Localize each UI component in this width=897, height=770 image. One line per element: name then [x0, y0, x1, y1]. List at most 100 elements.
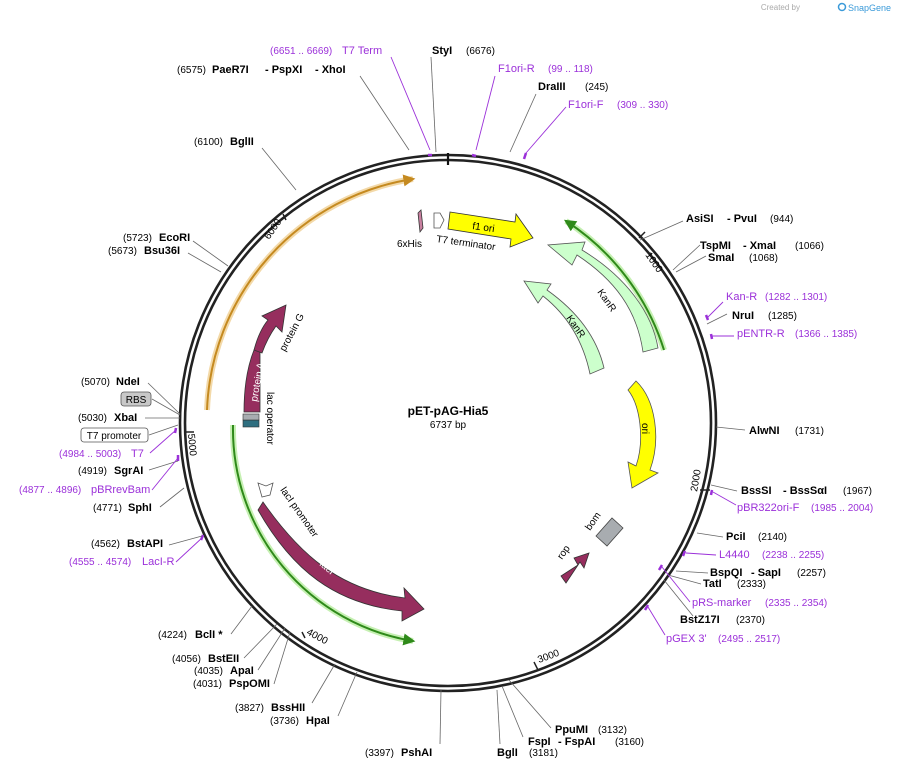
site-bstz17i[interactable]: BstZ17I (2370) — [680, 614, 765, 626]
site-hpai[interactable]: (3736) HpaI — [270, 715, 330, 727]
site-bgli[interactable]: BglI (3181) — [497, 747, 558, 759]
feature-6xhis[interactable] — [417, 209, 424, 234]
tick-1000-label: 1000 — [643, 250, 665, 275]
primer-laci-r[interactable]: (4555 .. 4574) LacI-R — [69, 556, 174, 568]
site-ndei[interactable]: (5070) NdeI — [81, 376, 140, 388]
primer-t7[interactable]: (4984 .. 5003) T7 — [59, 448, 144, 460]
svg-text:BstZ17I: BstZ17I — [680, 614, 720, 626]
svg-text:(2238 .. 2255): (2238 .. 2255) — [762, 550, 824, 561]
svg-text:(4224): (4224) — [158, 630, 187, 641]
svg-text:(6676): (6676) — [466, 46, 495, 57]
site-alwni[interactable]: AlwNI (1731) — [749, 425, 824, 437]
feature-kanr-inner[interactable] — [523, 280, 605, 375]
feature-f1-ori[interactable] — [447, 211, 534, 248]
feature-laci[interactable] — [257, 501, 425, 622]
primer-prs-marker[interactable]: pRS-marker (2335 .. 2354) — [692, 597, 827, 609]
feature-lac-operator[interactable] — [242, 419, 260, 428]
site-pcii[interactable]: PciI (2140) — [726, 531, 787, 543]
site-bsssi[interactable]: BssSI - BssSαI (1967) — [741, 485, 872, 497]
svg-text:StyI: StyI — [432, 45, 452, 57]
svg-text:(4919): (4919) — [78, 466, 107, 477]
svg-text:(4877 .. 4896): (4877 .. 4896) — [19, 485, 81, 496]
site-pshai[interactable]: (3397) PshAI — [365, 747, 432, 759]
svg-text:NdeI: NdeI — [116, 376, 140, 388]
site-bsshii[interactable]: (3827) BssHII — [235, 702, 305, 714]
site-xbai[interactable]: (5030) XbaI — [78, 412, 137, 424]
site-tspmi[interactable]: TspMI - XmaI (1066) — [700, 240, 824, 252]
tick-5000: 5000 — [185, 431, 198, 457]
feature-t7-terminator[interactable] — [433, 212, 445, 229]
site-fspi[interactable]: FspI - FspAI (3160) — [528, 736, 644, 748]
site-draiii[interactable]: DraIII (245) — [538, 81, 608, 93]
tick-2000-label: 2000 — [689, 468, 704, 492]
primer-pbrrevbam[interactable]: (4877 .. 4896) pBRrevBam — [19, 484, 150, 496]
site-asisi[interactable]: AsiSI - PvuI (944) — [686, 213, 793, 225]
primer-f1ori-f[interactable]: F1ori-F (309 .. 330) — [568, 99, 668, 111]
svg-text:HpaI: HpaI — [306, 715, 330, 727]
svg-text:- SapI: - SapI — [751, 567, 781, 579]
primer-pentr-r[interactable]: pENTR-R (1366 .. 1385) — [737, 328, 857, 340]
site-bspqi[interactable]: BspQI - SapI (2257) — [710, 567, 826, 579]
feature-rop[interactable] — [560, 552, 590, 584]
credit-brand: SnapGene — [848, 3, 891, 13]
feature-ori[interactable] — [627, 380, 659, 489]
svg-text:pGEX 3': pGEX 3' — [666, 633, 707, 645]
feature-kanr-outer[interactable] — [546, 241, 659, 353]
site-apai[interactable]: (4035) ApaI — [194, 665, 254, 677]
site-bcli[interactable]: (4224) BclI * — [158, 629, 223, 641]
svg-text:LacI-R: LacI-R — [142, 556, 174, 568]
svg-text:T7: T7 — [131, 448, 144, 460]
svg-text:(5673): (5673) — [108, 246, 137, 257]
svg-text:pENTR-R: pENTR-R — [737, 328, 785, 340]
svg-text:- XmaI: - XmaI — [743, 240, 776, 252]
svg-text:SgrAI: SgrAI — [114, 465, 143, 477]
site-paer7i[interactable]: (6575) PaeR7I - PspXI - XhoI — [177, 64, 346, 76]
svg-text:(2335 .. 2354): (2335 .. 2354) — [765, 598, 827, 609]
primer-pbr322ori-f[interactable]: pBR322ori-F (1985 .. 2004) — [737, 502, 873, 514]
svg-text:BstAPI: BstAPI — [127, 538, 163, 550]
orf-arc-lower-left — [231, 424, 416, 646]
site-sgrai[interactable]: (4919) SgrAI — [78, 465, 143, 477]
boxed-t7-promoter[interactable]: T7 promoter — [80, 424, 179, 443]
site-smai[interactable]: SmaI (1068) — [708, 252, 778, 264]
site-ecori[interactable]: (5723) EcoRI — [123, 232, 190, 244]
boxed-rbs[interactable]: RBS — [120, 391, 181, 416]
svg-text:pBR322ori-F: pBR322ori-F — [737, 502, 800, 514]
site-pspomi[interactable]: (4031) PspOMI — [193, 678, 270, 690]
svg-text:(3181): (3181) — [529, 748, 558, 759]
svg-text:BssHII: BssHII — [271, 702, 305, 714]
svg-text:AsiSI: AsiSI — [686, 213, 714, 225]
boxed-t7-promoter-label: T7 promoter — [87, 431, 142, 442]
svg-text:(309 .. 330): (309 .. 330) — [617, 100, 668, 111]
feature-protein-g[interactable] — [253, 304, 287, 354]
site-bsu36i[interactable]: (5673) Bsu36I — [108, 245, 180, 257]
svg-text:(1985 .. 2004): (1985 .. 2004) — [811, 503, 873, 514]
site-tati[interactable]: TatI (2333) — [703, 578, 766, 590]
feature-6xhis-label: 6xHis — [397, 239, 422, 250]
primer-l4440[interactable]: L4440 (2238 .. 2255) — [719, 549, 824, 561]
feature-laci-promoter[interactable] — [257, 482, 274, 498]
svg-text:pRS-marker: pRS-marker — [692, 597, 752, 609]
site-bglii-top[interactable]: (6100) BglII — [194, 136, 254, 148]
site-sphi[interactable]: (4771) SphI — [93, 502, 152, 514]
primer-t7term[interactable]: (6651 .. 6669) T7 Term — [270, 45, 382, 57]
svg-text:(1068): (1068) — [749, 253, 778, 264]
primer-kan-r[interactable]: Kan-R (1282 .. 1301) — [726, 291, 827, 303]
site-bsteii[interactable]: (4056) BstEII — [172, 653, 239, 665]
primer-pgex3[interactable]: pGEX 3' (2495 .. 2517) — [666, 633, 780, 645]
svg-text:SmaI: SmaI — [708, 252, 734, 264]
svg-text:(2140): (2140) — [758, 532, 787, 543]
svg-text:PspOMI: PspOMI — [229, 678, 270, 690]
feature-bom[interactable] — [595, 517, 624, 547]
feature-kanr-outer-label: KanR — [595, 287, 618, 314]
site-nrui[interactable]: NruI (1285) — [732, 310, 797, 322]
site-styi[interactable]: StyI (6676) — [432, 45, 495, 57]
svg-text:(944): (944) — [770, 214, 793, 225]
svg-text:PciI: PciI — [726, 531, 746, 543]
svg-text:DraIII: DraIII — [538, 81, 566, 93]
svg-text:TatI: TatI — [703, 578, 722, 590]
primer-f1ori-r[interactable]: F1ori-R (99 .. 118) — [498, 63, 593, 75]
site-bstapi[interactable]: (4562) BstAPI — [91, 538, 163, 550]
site-ppumi[interactable]: PpuMI (3132) — [555, 724, 627, 736]
